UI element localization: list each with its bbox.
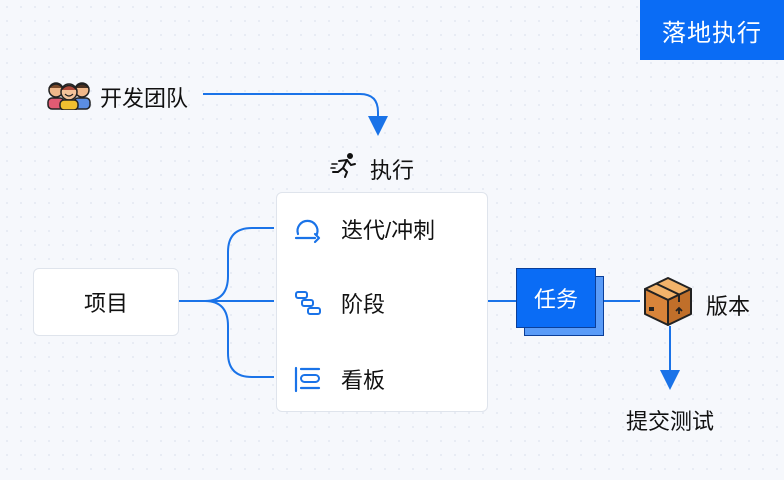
execute-label: 执行 (370, 158, 415, 183)
running-person-icon (330, 153, 356, 178)
badge-title: 落地执行 (640, 0, 784, 60)
team-people-icon (47, 82, 91, 110)
kanban-board-icon (294, 366, 321, 393)
project-label: 项目 (83, 291, 128, 316)
exec-item-sprint: 迭代/冲刺 (293, 213, 435, 245)
version-label: 版本 (706, 294, 751, 319)
team-to-execute-connector (203, 93, 388, 136)
project-node: 项目 (33, 268, 179, 336)
exec-item-label: 看板 (341, 368, 386, 393)
team-label: 开发团队 (100, 86, 189, 111)
sprint-loop-icon (294, 219, 321, 244)
stage-gantt-icon (295, 291, 321, 315)
exec-item-label: 阶段 (341, 292, 386, 317)
task-node: 任务 (516, 268, 596, 328)
submit-test-label: 提交测试 (626, 409, 715, 434)
exec-item-stage: 阶段 (293, 287, 385, 319)
exec-item-kanban: 看板 (293, 363, 385, 395)
exec-item-label: 迭代/冲刺 (341, 218, 436, 243)
execution-methods-panel: 迭代/冲刺 阶段 看板 (276, 192, 488, 412)
task-label: 任务 (533, 287, 578, 312)
package-box-icon (644, 277, 692, 326)
